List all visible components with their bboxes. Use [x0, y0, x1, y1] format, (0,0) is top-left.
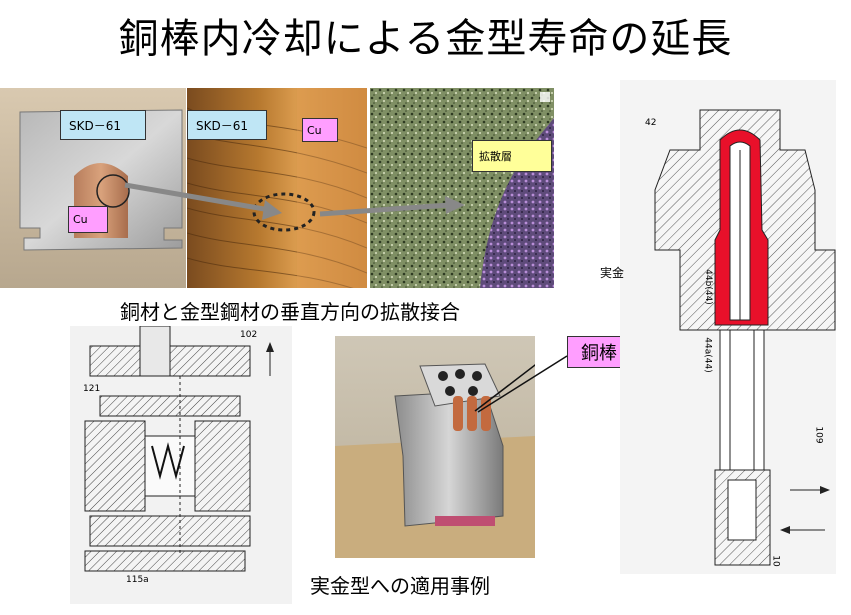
- drawing-number-left-2: 121: [83, 384, 101, 394]
- mold-photo: [335, 336, 535, 558]
- drawing-number-right-1: 42: [645, 118, 657, 128]
- application-caption: 実金型への適用事例: [310, 574, 490, 598]
- drawing-number-right-2: 44b(44): [702, 269, 713, 305]
- diffusion-layer-label: 拡散層: [472, 140, 552, 172]
- skd-label-1: SKD－61: [60, 110, 146, 140]
- left-technical-drawing: [70, 326, 292, 604]
- micrograph-photo-2: [370, 88, 554, 288]
- drawing-number-left-3: 115a: [126, 575, 149, 585]
- cu-label-2: Cu: [302, 118, 338, 142]
- drawing-number-right-3: 44a(44): [702, 337, 713, 373]
- skd-label-2: SKD－61: [187, 110, 267, 140]
- drawing-number-right-4: 109: [813, 426, 824, 444]
- cu-label-1: Cu: [68, 206, 108, 233]
- partial-label: 実金: [600, 266, 625, 280]
- page-title: 銅棒内冷却による金型寿命の延長: [118, 16, 733, 62]
- drawing-number-left-1: 102: [240, 330, 258, 340]
- diffusion-caption: 銅材と金型鋼材の垂直方向の拡散接合: [120, 300, 460, 324]
- right-technical-drawing: [620, 80, 836, 574]
- drawing-number-right-5: 10: [770, 555, 781, 567]
